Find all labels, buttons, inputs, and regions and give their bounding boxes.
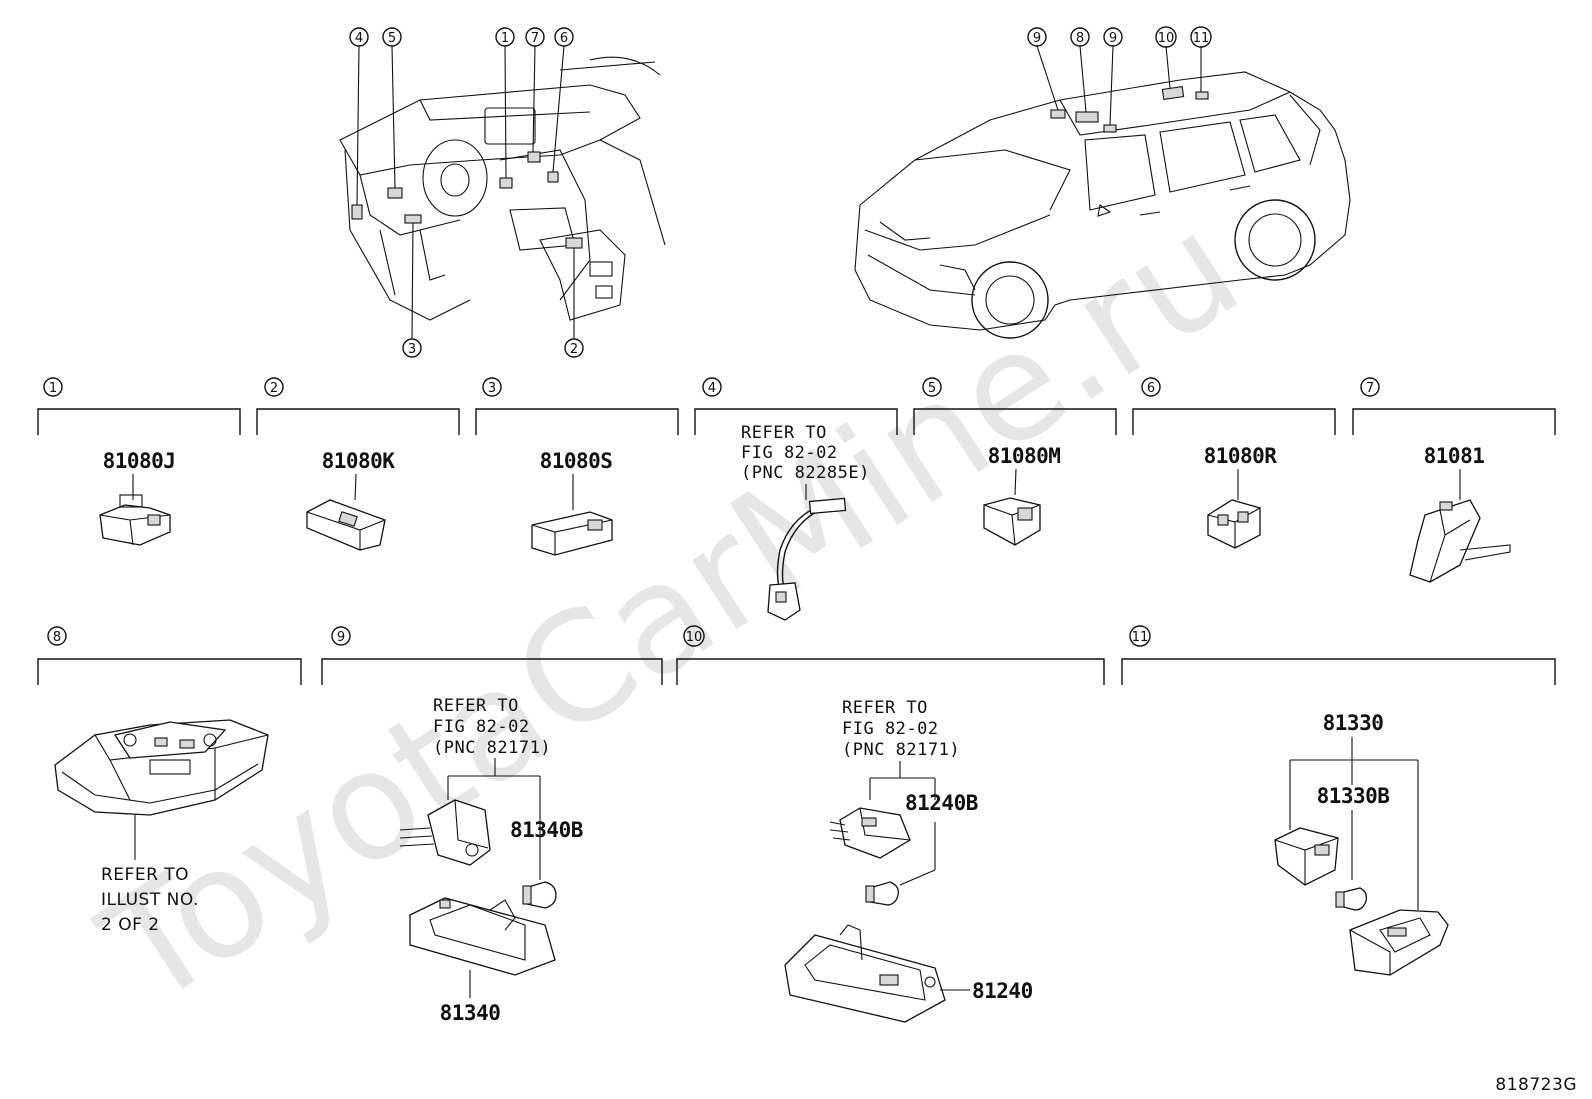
part-81081: 81081 [1424,444,1485,468]
section-8: 8 REFER TO ILLUST NO. 2 OF 2 [37,626,302,935]
socket-81330-assembly [1274,827,1339,886]
bulb-81330B [1335,887,1368,911]
part-81330: 81330 [1323,711,1384,735]
part-81080M: 81080M [988,444,1061,468]
svg-text:5: 5 [388,31,396,46]
overhead-console-assembly [54,719,269,816]
wire-harness-82285E [767,497,847,621]
part-81080J: 81080J [103,449,176,473]
section-10-number: 10 [686,630,703,645]
svg-text:1: 1 [501,31,509,46]
sensor-81080S [531,511,613,556]
section-8-note-line-3: 2 OF 2 [101,915,160,935]
vehicle-overview-illustration [854,45,1351,339]
section-9-number: 9 [337,630,345,645]
svg-text:6: 6 [560,31,568,46]
section-1: 1 81080J [37,377,241,546]
section-8-note-line-2: ILLUST NO. [101,890,199,910]
section-3: 3 81080S [475,377,679,556]
sensor-81080J [99,494,171,546]
svg-text:7: 7 [531,31,539,46]
callout-exterior-8: 8 [1070,27,1090,47]
part-81330B: 81330B [1317,784,1390,808]
part-81240: 81240 [972,979,1033,1003]
section-10-note-line-2: FIG 82-02 [842,719,939,739]
part-81340B: 81340B [510,818,583,842]
section-9: 9 REFER TO FIG 82-02 (PNC 82171) 81340B … [321,626,663,1025]
part-81080S: 81080S [540,449,613,473]
callout-interior-7: 7 [525,27,545,47]
svg-text:9: 9 [1109,31,1117,46]
callout-interior-3: 3 [402,338,422,358]
section-4: 4 REFER TO FIG 82-02 (PNC 82285E) [694,377,898,621]
section-8-note-line-1: REFER TO [101,865,189,885]
callout-exterior-9a: 9 [1027,27,1047,47]
section-4-note-line-2: FIG 82-02 [741,443,838,463]
part-81080R: 81080R [1204,444,1278,468]
callout-interior-4: 4 [349,27,369,47]
section-5: 5 81080M [913,377,1117,546]
bulb-81240B [865,881,899,906]
socket-81240-assembly [829,807,911,859]
watermark: ToyotaCarMine.ru [74,181,1269,1041]
svg-text:9: 9 [1033,31,1041,46]
sensor-81081 [1409,499,1511,583]
svg-text:3: 3 [408,342,416,357]
sensor-81080R [1207,499,1261,549]
sensor-81080M [983,497,1041,546]
section-2: 2 81080K [256,377,460,551]
section-10-note-line-3: (PNC 82171) [842,740,960,760]
section-9-note-line-3: (PNC 82171) [433,738,551,758]
part-81240B: 81240B [905,791,978,815]
section-9-note-line-1: REFER TO [433,696,519,716]
lamp-housing-81330 [1349,909,1449,976]
drawing-id: 818723G [1495,1075,1577,1095]
section-4-number: 4 [708,381,716,396]
callout-interior-6: 6 [554,27,574,47]
section-1-number: 1 [49,381,57,396]
section-10: 10 REFER TO FIG 82-02 (PNC 82171) 81240B [676,625,1105,1023]
section-6-number: 6 [1147,381,1155,396]
section-6: 6 81080R [1132,377,1336,549]
sensor-81080K [306,499,386,551]
section-5-number: 5 [928,381,936,396]
svg-text:11: 11 [1193,31,1210,46]
part-81080K: 81080K [322,449,396,473]
section-10-note-line-1: REFER TO [842,698,928,718]
callout-interior-5: 5 [382,27,402,47]
section-4-note-line-3: (PNC 82285E) [741,463,870,483]
section-9-note-line-2: FIG 82-02 [433,717,530,737]
section-3-number: 3 [488,381,496,396]
section-11: 11 81330 81330B [1121,625,1556,976]
section-2-number: 2 [270,381,278,396]
lamp-housing-81340 [409,897,556,976]
svg-text:4: 4 [355,31,363,46]
callout-interior-2: 2 [564,338,584,358]
bulb-81340B [522,881,557,909]
callout-exterior-10: 10 [1155,26,1177,48]
lamp-housing-81240 [784,924,946,1023]
svg-text:2: 2 [570,342,578,357]
callout-exterior-9b: 9 [1103,27,1123,47]
svg-text:10: 10 [1158,31,1175,46]
part-81340: 81340 [440,1001,501,1025]
callout-interior-1: 1 [495,27,515,47]
callout-exterior-11: 11 [1190,26,1212,48]
section-11-number: 11 [1132,630,1149,645]
section-4-note-line-1: REFER TO [741,423,827,443]
interior-overview-illustration [339,45,666,339]
socket-81340-assembly [399,799,491,866]
section-8-number: 8 [53,630,61,645]
section-7: 7 81081 [1352,377,1556,583]
svg-text:8: 8 [1076,31,1084,46]
section-7-number: 7 [1366,381,1374,396]
